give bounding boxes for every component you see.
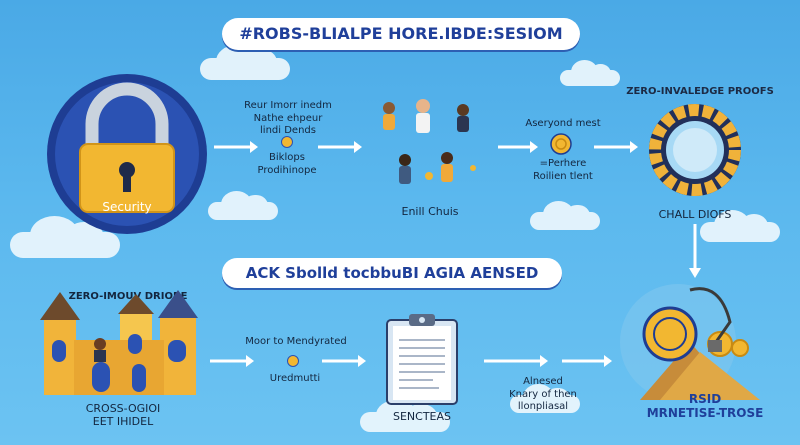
text-block-2: Biklops Prodihinope	[242, 152, 332, 177]
text-line: Nathe ehpeur	[253, 112, 323, 124]
castle-icon	[40, 290, 198, 395]
coin-icon	[281, 136, 293, 148]
text-block-4: =Perhere Roilien tlent	[515, 158, 611, 183]
bottom-right-caption: RSID MRNETISE-TROSE	[630, 392, 780, 420]
bottom-left-caption: CROSS-OGIOI EET IHIDEL	[58, 402, 188, 428]
gold-mining-icon	[620, 284, 760, 400]
arrow-right-icon	[498, 141, 538, 153]
text-line: lindi Dends	[260, 125, 316, 136]
arrow-right-icon	[594, 141, 638, 153]
text-line: CROSS-OGIOI	[85, 402, 161, 415]
zk-title: ZERO-INVALEDGE PROOFS	[626, 86, 774, 97]
coin-icon	[287, 355, 299, 367]
text-line: llonpliasal	[517, 401, 569, 412]
cloud	[700, 210, 780, 242]
text-block-6: Uredmutti	[269, 373, 321, 384]
cloud	[360, 400, 450, 432]
arrow-right-icon	[318, 141, 362, 153]
text-line: RSID	[688, 392, 722, 406]
arrow-right-icon	[322, 355, 366, 367]
text-block-7: Alnesed Knary of then llonpliasal	[498, 376, 588, 414]
zk-caption: CHALL DIOFS	[658, 208, 732, 221]
coin-icon	[550, 133, 572, 155]
bottom-left-title: ZERO-IMOUV DRIOBE	[68, 291, 188, 302]
text-block-5: Moor to Mendyrated	[245, 336, 347, 347]
top-banner: #ROBS-BLIALPE HORE.IBDE:SESIOM	[222, 18, 580, 50]
text-line: =Perhere	[539, 158, 587, 169]
cloud	[200, 44, 290, 80]
text-line: MRNETISE-TROSE	[646, 406, 764, 420]
arrow-right-icon	[210, 355, 254, 367]
text-line: Biklops	[269, 152, 305, 163]
text-block-1: Reur Imorr inedm Nathe ehpeur lindi Dend…	[238, 100, 338, 138]
mid-banner: ACK Sbolld tocbbuBI AGIA AENSED	[222, 258, 562, 288]
security-label: Security	[102, 200, 152, 214]
arrow-down-icon	[689, 224, 701, 278]
arrow-right-icon	[214, 141, 258, 153]
cloud	[510, 384, 580, 413]
cloud	[208, 191, 278, 220]
text-line: Prodihinope	[257, 164, 317, 176]
clipboard-document-icon	[386, 314, 458, 405]
text-line: Alnesed	[523, 376, 563, 387]
document-caption: SENCTEAS	[392, 410, 452, 423]
text-line: Roilien tlent	[533, 170, 593, 182]
cloud	[530, 201, 600, 230]
text-line: Knary of then	[509, 388, 577, 400]
text-block-3: Aseryond mest	[525, 118, 601, 129]
cloud	[10, 216, 120, 258]
text-line: Reur Imorr inedm	[244, 100, 332, 111]
arrow-right-icon	[484, 355, 548, 367]
security-lock-icon	[47, 74, 207, 234]
chain-ring-icon	[649, 104, 741, 196]
arrow-right-icon	[562, 355, 612, 367]
people-label: Enill Chuis	[401, 205, 459, 218]
text-line: EET IHIDEL	[92, 415, 154, 428]
people-group-icon	[383, 99, 476, 184]
cloud	[560, 60, 620, 86]
